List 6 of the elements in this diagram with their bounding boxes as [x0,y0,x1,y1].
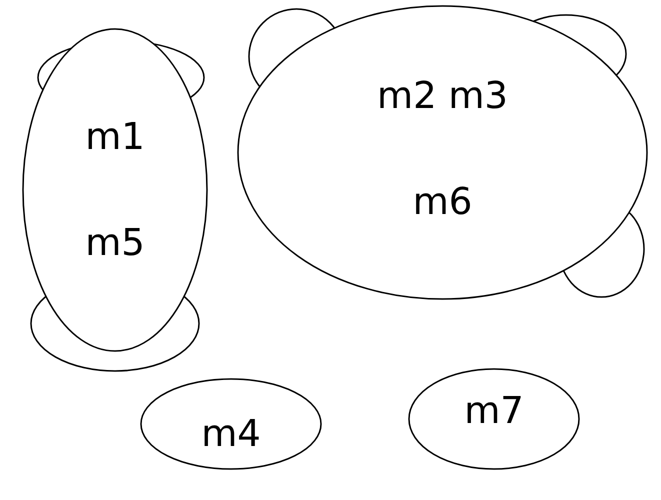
set-label: m5 [85,221,145,265]
set-label: m6 [412,180,472,224]
set-label: m2 m3 [377,74,508,118]
set-label: m4 [201,412,261,456]
set-label: m1 [85,115,145,159]
set-label: m7 [464,389,524,433]
